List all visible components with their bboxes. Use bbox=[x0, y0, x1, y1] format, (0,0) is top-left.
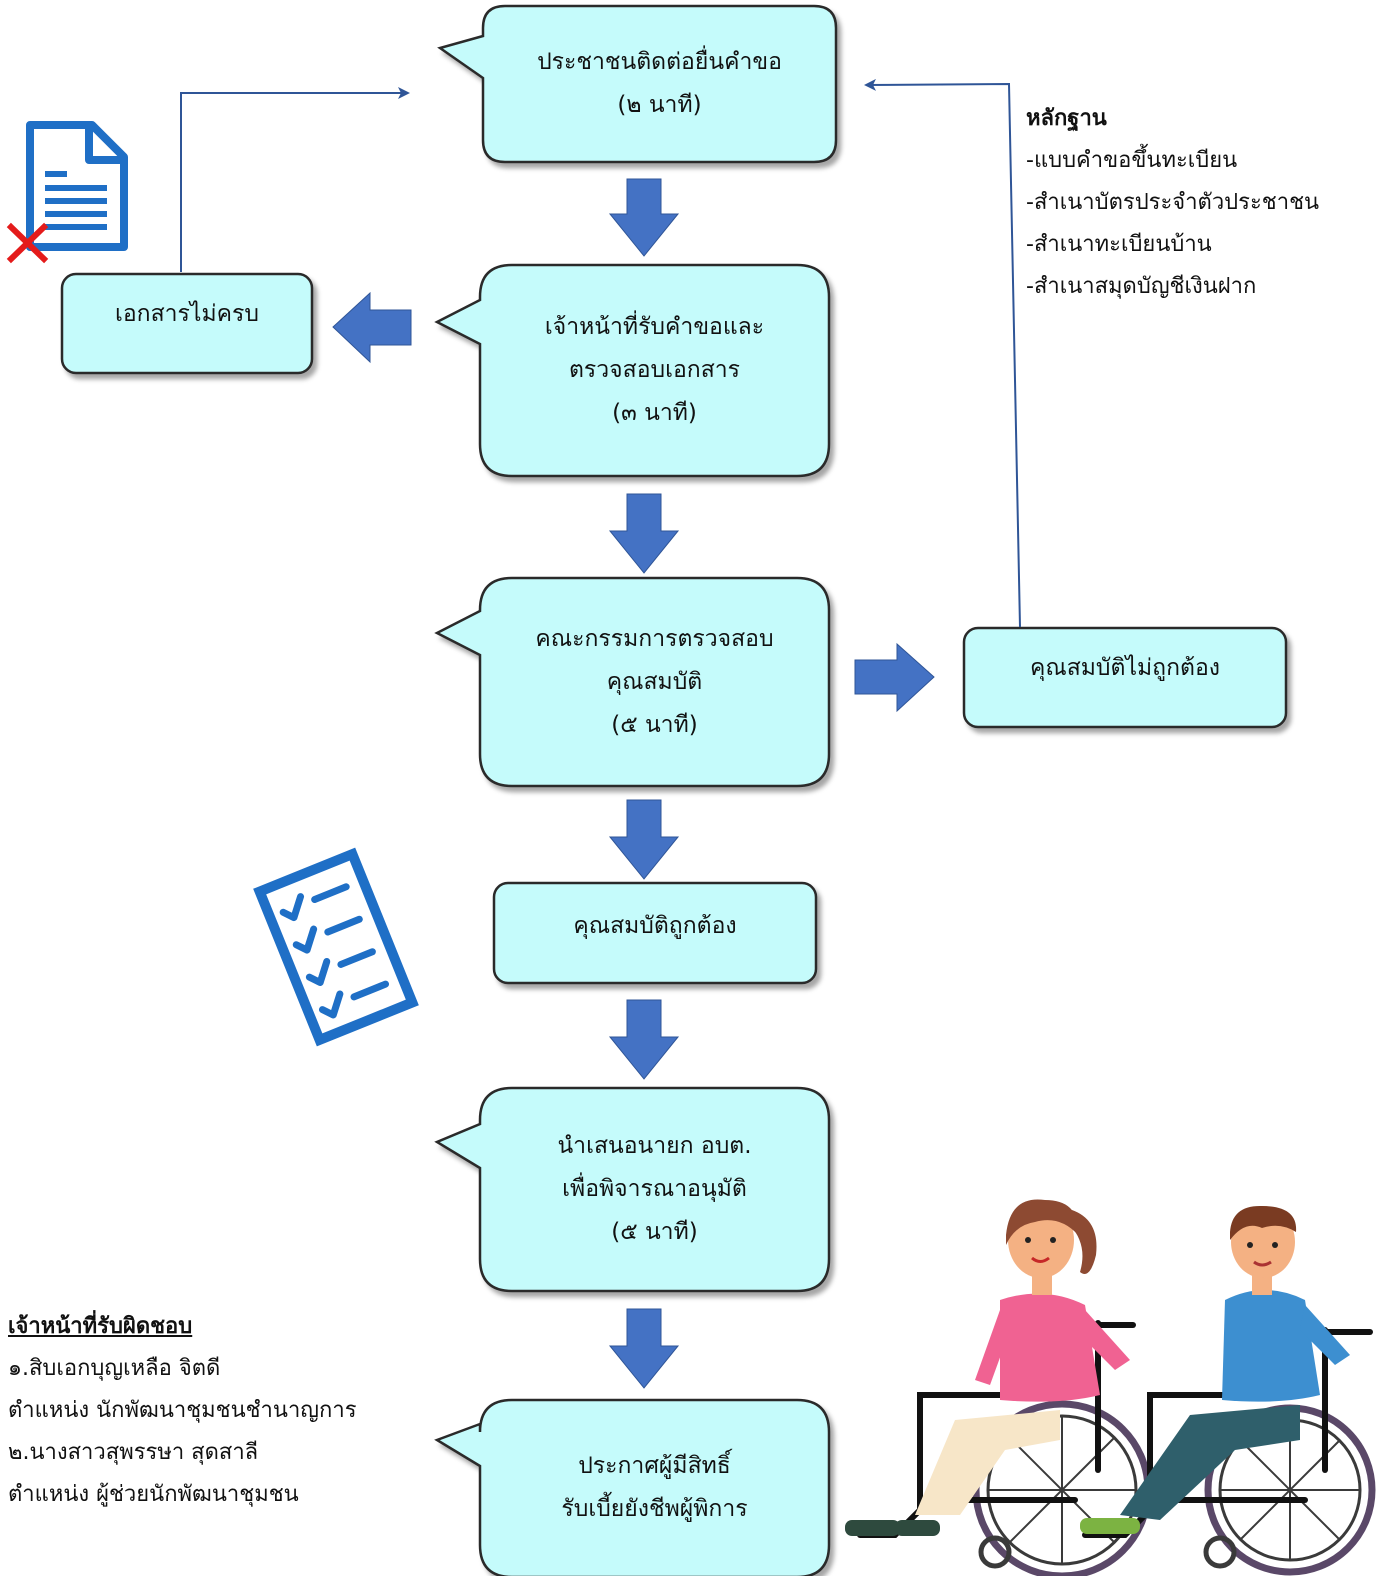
arrow-right bbox=[854, 642, 935, 713]
incomplete-box bbox=[60, 272, 314, 375]
evidence-item: -แบบคำขอขึ้นทะเบียน bbox=[1026, 148, 1238, 173]
staff-line: ๒.นางสาวสุพรรษา สุดสาลี bbox=[8, 1440, 259, 1465]
step6-text: ประกาศผู้มีสิทธิ์ รับเบี้ยยังชีพผู้พิการ bbox=[561, 1453, 748, 1522]
evidence-item: -สำเนาบัตรประจำตัวประชาชน bbox=[1026, 190, 1320, 215]
staff-line: ๑.สิบเอกบุญเหลือ จิตดี bbox=[8, 1356, 221, 1381]
step3-text: คณะกรรมการตรวจสอบ คุณสมบัติ (๕ นาที) bbox=[535, 625, 774, 738]
staff-title: เจ้าหน้าที่รับผิดชอบ bbox=[8, 1314, 193, 1339]
arrow-down-5 bbox=[608, 1308, 680, 1389]
invalid-box bbox=[962, 626, 1288, 729]
step2-text: เจ้าหน้าที่รับคำขอและ ตรวจสอบเอกสาร (๓ น… bbox=[544, 314, 765, 426]
step2-callout bbox=[434, 263, 831, 478]
step5-text: นำเสนอนายก อบต. เพื่อพิจารณาอนุมัติ (๕ น… bbox=[557, 1133, 752, 1245]
invalid-text: คุณสมบัติไม่ถูกต้อง bbox=[1029, 654, 1221, 681]
return-line-right bbox=[864, 78, 1021, 628]
checklist-icon bbox=[253, 847, 419, 1047]
responsible-staff: เจ้าหน้าที่รับผิดชอบ ๑.สิบเอกบุญเหลือ จิ… bbox=[8, 1306, 357, 1516]
incomplete-text: เอกสารไม่ครบ bbox=[115, 300, 259, 327]
staff-line: ตำแหน่ง ผู้ช่วยนักพัฒนาชุมชน bbox=[8, 1482, 299, 1507]
arrow-down-2 bbox=[608, 493, 680, 574]
cross-icon bbox=[6, 222, 49, 264]
document-icon bbox=[26, 121, 128, 251]
evidence-item: -สำเนาสมุดบัญชีเงินฝาก bbox=[1026, 274, 1257, 299]
arrow-down-4 bbox=[608, 999, 680, 1080]
staff-line: ตำแหน่ง นักพัฒนาชุมชนชำนาญการ bbox=[8, 1398, 357, 1423]
step5-callout bbox=[434, 1086, 831, 1293]
step1-callout bbox=[437, 4, 838, 164]
step4-box bbox=[492, 881, 818, 985]
arrow-left bbox=[332, 291, 412, 364]
step1-text: ประชาชนติดต่อยื่นคำขอ (๒ นาที) bbox=[537, 49, 782, 118]
step3-callout bbox=[434, 576, 831, 788]
evidence-item: -สำเนาทะเบียนบ้าน bbox=[1026, 232, 1212, 257]
arrow-down-3 bbox=[608, 799, 680, 880]
step6-callout bbox=[434, 1398, 831, 1576]
evidence-title: หลักฐาน bbox=[1026, 106, 1107, 131]
step4-text: คุณสมบัติถูกต้อง bbox=[573, 912, 737, 939]
arrow-down-1 bbox=[608, 178, 680, 257]
evidence-list: หลักฐาน -แบบคำขอขึ้นทะเบียน -สำเนาบัตรปร… bbox=[1026, 98, 1319, 308]
wheelchair-users-illustration bbox=[845, 1199, 1376, 1576]
return-line-left bbox=[180, 87, 410, 272]
